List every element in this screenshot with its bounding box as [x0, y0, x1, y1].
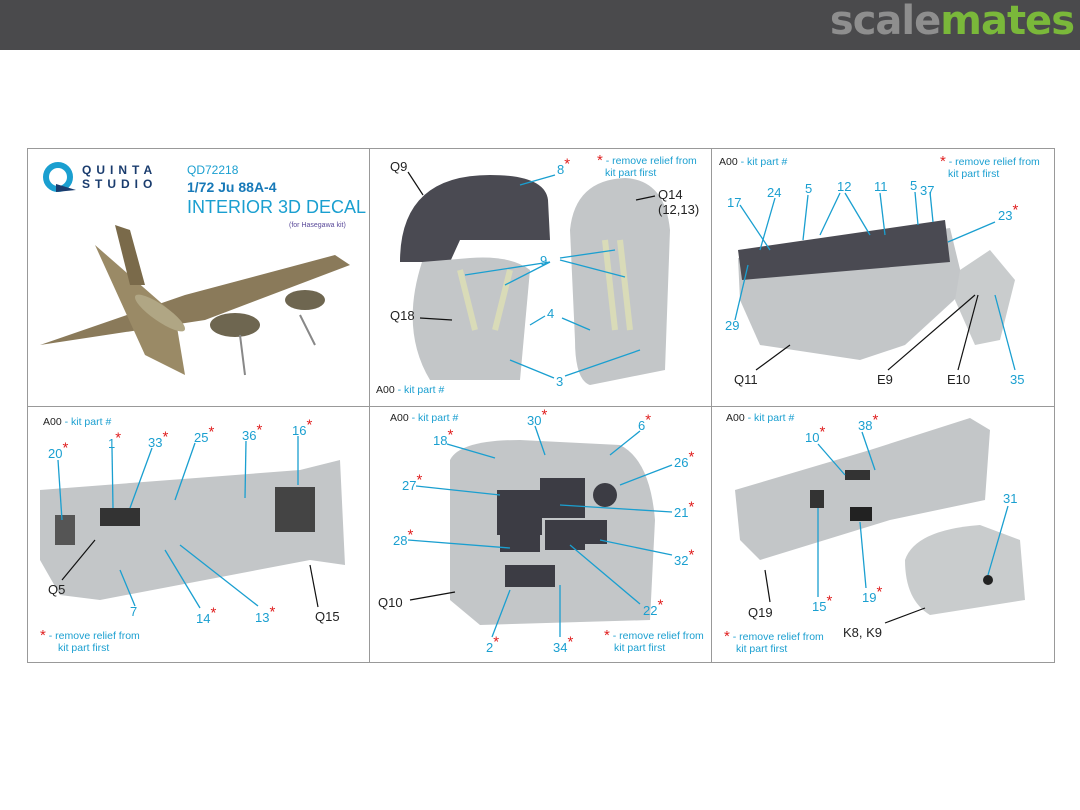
- kit-part-legend: A00 - kit part #: [726, 412, 795, 424]
- divider: [27, 406, 1055, 407]
- part-label: 1*: [108, 429, 122, 451]
- part-label: Q5: [48, 582, 66, 597]
- part-label: 10*: [805, 423, 826, 445]
- part-label: 21*: [674, 498, 695, 520]
- divider: [369, 148, 370, 663]
- scalemates-logo[interactable]: scalemates: [829, 0, 1075, 44]
- part-label: 16*: [292, 416, 313, 438]
- part-label: 29: [725, 318, 740, 333]
- part-label: 25*: [194, 423, 215, 445]
- part-label: Q9: [390, 159, 408, 174]
- part-label: 19*: [862, 583, 883, 605]
- part-label: Q14: [658, 187, 683, 202]
- part-label: 26*: [674, 448, 695, 470]
- part-label: 31: [1003, 491, 1018, 506]
- part-label: 34*: [553, 633, 574, 655]
- part-label: Q18: [390, 308, 415, 323]
- part-label: 8*: [557, 155, 571, 177]
- kit-part-legend: A00 - kit part #: [43, 416, 112, 428]
- part-label: 14*: [196, 604, 217, 626]
- part-label: 30*: [527, 406, 548, 428]
- part-label: 24: [767, 185, 782, 200]
- part-label: Q19: [748, 605, 773, 620]
- part-label: 36*: [242, 421, 263, 443]
- part-label: 4: [547, 306, 555, 321]
- site-header-bar: scalemates: [0, 0, 1080, 50]
- part-label: 32*: [674, 546, 695, 568]
- instruction-sheet: [27, 148, 1055, 663]
- quinta-logo-icon: [43, 162, 76, 192]
- part-label: 23*: [998, 201, 1019, 223]
- part-label: 15*: [812, 592, 833, 614]
- part-label: 22*: [643, 596, 664, 618]
- part-label: 20*: [48, 439, 69, 461]
- part-label: 27*: [402, 471, 423, 493]
- part-label: K8, K9: [843, 625, 883, 640]
- part-label: Q11: [734, 372, 758, 387]
- part-label: 33*: [148, 428, 169, 450]
- part-label: 28*: [393, 526, 414, 548]
- part-label: 5: [910, 178, 918, 193]
- kit-part-legend: A00 - kit part #: [719, 156, 788, 168]
- part-label: 13*: [255, 603, 276, 625]
- part-label: 35: [1010, 372, 1025, 387]
- part-label: Q15: [315, 609, 340, 624]
- part-label: 3: [556, 374, 564, 389]
- part-label: 2*: [486, 633, 500, 655]
- part-label: 11: [874, 179, 888, 194]
- kit-part-legend: A00 - kit part #: [376, 384, 445, 396]
- divider: [711, 148, 712, 663]
- part-label: 7: [130, 604, 138, 619]
- part-label: 38*: [858, 411, 879, 433]
- part-label: 17: [727, 195, 742, 210]
- aircraft-image: [40, 225, 350, 376]
- part-label: 12: [837, 179, 852, 194]
- kit-part-legend: A00 - kit part #: [390, 412, 459, 424]
- part-label: E9: [877, 372, 893, 387]
- part-label: 5: [805, 181, 813, 196]
- part-label: 37: [920, 183, 935, 198]
- part-label: 18*: [433, 426, 454, 448]
- part-label: 9: [540, 253, 548, 268]
- part-label: 6*: [638, 411, 652, 433]
- part-label: Q10: [378, 595, 403, 610]
- part-label: (12,13): [658, 202, 700, 217]
- part-label: E10: [947, 372, 971, 387]
